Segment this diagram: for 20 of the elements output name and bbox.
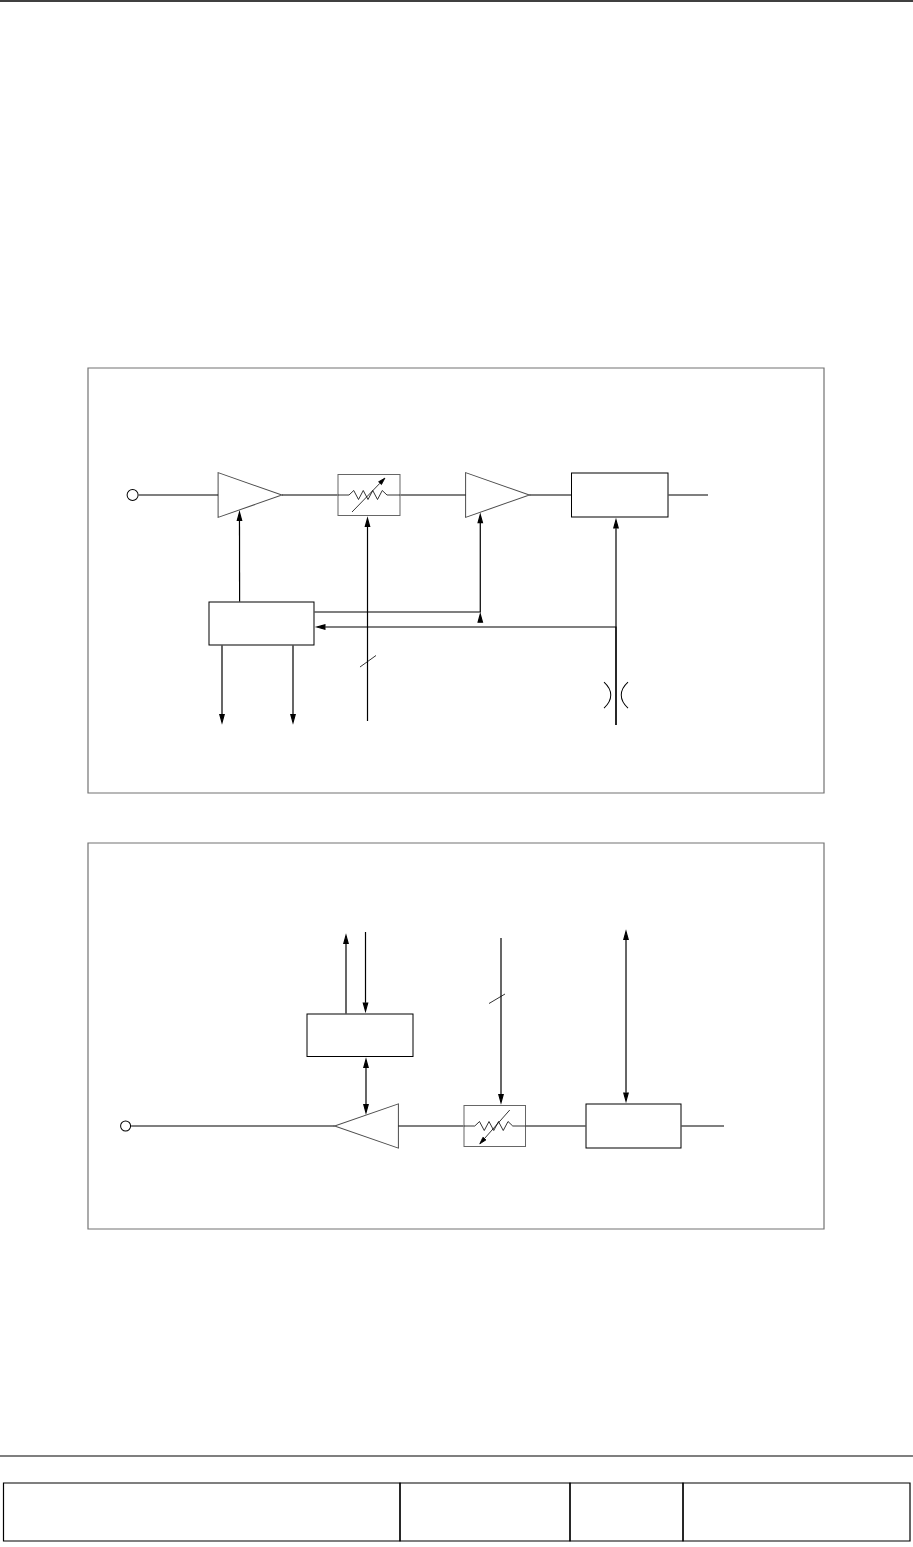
connector-line (528, 494, 572, 496)
amplifier-triangle (334, 1103, 399, 1149)
connector-line (138, 494, 219, 496)
connector-line (399, 494, 467, 496)
connector-line (667, 494, 709, 496)
connector-line (397, 1125, 465, 1127)
block-box (571, 472, 669, 518)
connector-line (525, 1125, 587, 1127)
connector-line (130, 1125, 336, 1127)
connector-line (680, 1125, 725, 1127)
block-box (585, 1103, 682, 1149)
panel-frame (87, 367, 825, 794)
attenuator-symbol (463, 1105, 526, 1147)
connector-line (281, 494, 339, 496)
block-box (306, 1013, 414, 1057)
panel-frame (87, 842, 825, 1230)
attenuator-symbol (337, 474, 401, 516)
amplifier-triangle (217, 472, 283, 518)
amplifier-triangle (465, 472, 530, 518)
block-box (208, 601, 315, 646)
